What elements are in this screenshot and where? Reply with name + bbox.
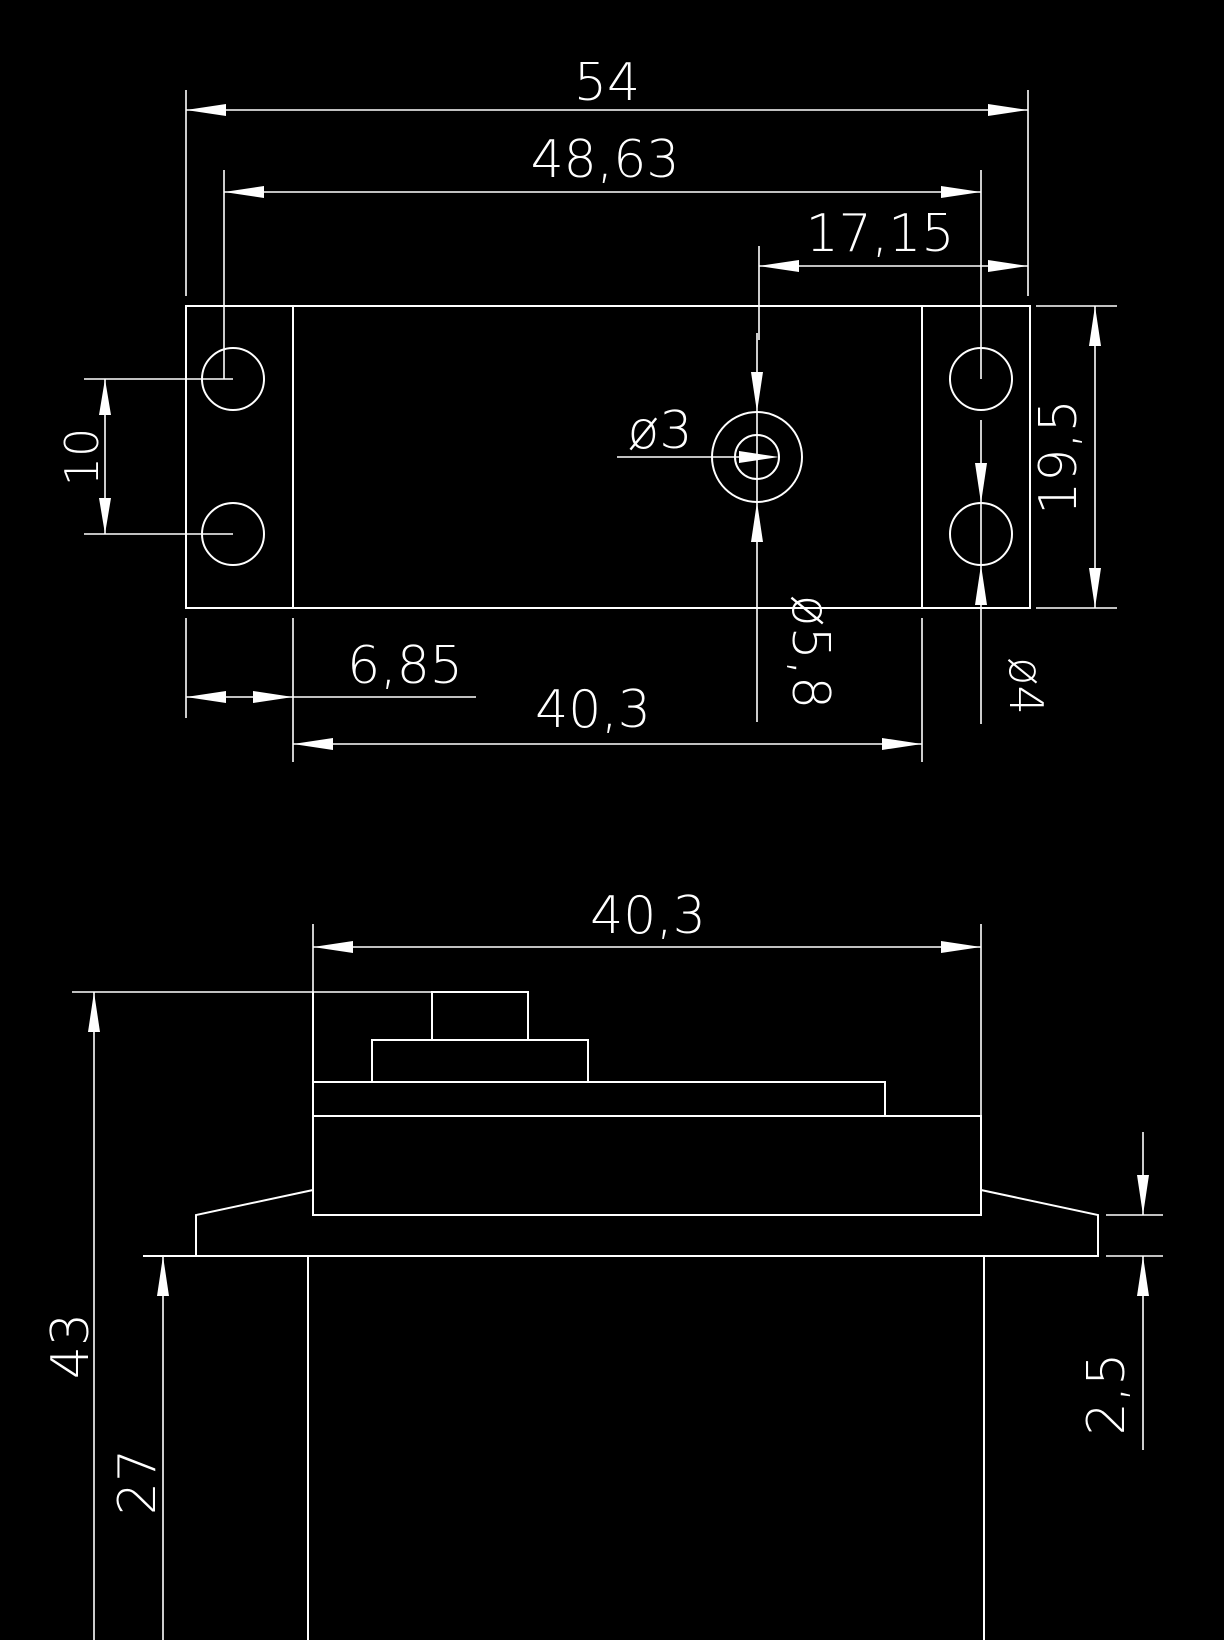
dim-48-63-arrow-right bbox=[941, 186, 981, 198]
dim-19-5-arrow-top bbox=[1089, 306, 1101, 346]
dim-19-5-label: 19,5 bbox=[1029, 399, 1089, 515]
top-view: 54 48,63 17,15 10 ø3 ø5,8 bbox=[55, 53, 1117, 762]
dim-48-63-label: 48,63 bbox=[531, 130, 680, 190]
gear-step-top bbox=[431, 991, 529, 1041]
dim-2-5-label: 2,5 bbox=[1077, 1353, 1137, 1436]
dim-d4-label: ø4 bbox=[999, 657, 1053, 714]
flange-right bbox=[980, 1189, 1099, 1257]
dim-6-85-label: 6,85 bbox=[347, 636, 463, 696]
dim-10-arrow-bottom bbox=[99, 498, 111, 534]
dim-2-5-arrow-bottom bbox=[1137, 1256, 1149, 1296]
dim-40-3-label: 40,3 bbox=[535, 680, 651, 740]
dim-43-label: 43 bbox=[41, 1313, 101, 1379]
flange-left bbox=[195, 1189, 314, 1257]
dim-6-85-arrow-left bbox=[186, 691, 226, 703]
dim-27-arrow-top bbox=[157, 1256, 169, 1296]
dim-d5-8-label: ø5,8 bbox=[780, 595, 840, 710]
dim-d4-arrow-top bbox=[975, 463, 987, 503]
dim-d5-8-arrow-top bbox=[751, 372, 763, 412]
top-view-outline bbox=[185, 305, 1031, 609]
dim-48-63-arrow-left bbox=[224, 186, 264, 198]
dim-10-arrow-top bbox=[99, 379, 111, 415]
gear-step-middle bbox=[371, 1039, 589, 1083]
dim-d4-arrow-bottom bbox=[975, 565, 987, 605]
side-view: 40,3 43 27 2,5 bbox=[41, 886, 1163, 1640]
dim-40-3-arrow-left bbox=[293, 738, 333, 750]
upper-body bbox=[312, 1115, 982, 1216]
dim-17-15-arrow-left bbox=[759, 260, 799, 272]
dim-54-arrow-right bbox=[988, 104, 1028, 116]
dim-54-arrow-left bbox=[186, 104, 226, 116]
dim-54-label: 54 bbox=[574, 53, 640, 113]
dim-43-arrow-top bbox=[88, 992, 100, 1032]
dim-2-5-arrow-top bbox=[1137, 1175, 1149, 1215]
dim-10-label: 10 bbox=[55, 428, 109, 487]
gear-step-lower bbox=[312, 1081, 886, 1117]
dim-d3-arrow bbox=[739, 451, 779, 463]
dim-d5-8-arrow-bottom bbox=[751, 502, 763, 542]
dim-side-40-3-arrow-left bbox=[313, 941, 353, 953]
dim-17-15-arrow-right bbox=[988, 260, 1028, 272]
dim-6-85-arrow-right bbox=[253, 691, 293, 703]
dim-side-40-3-arrow-right bbox=[941, 941, 981, 953]
dim-d3-label: ø3 bbox=[628, 401, 693, 461]
dim-40-3-arrow-right bbox=[882, 738, 922, 750]
dim-19-5-arrow-bottom bbox=[1089, 568, 1101, 608]
dim-side-40-3-label: 40,3 bbox=[590, 886, 706, 946]
dim-17-15-label: 17,15 bbox=[806, 204, 955, 264]
dim-27-label: 27 bbox=[108, 1449, 168, 1515]
